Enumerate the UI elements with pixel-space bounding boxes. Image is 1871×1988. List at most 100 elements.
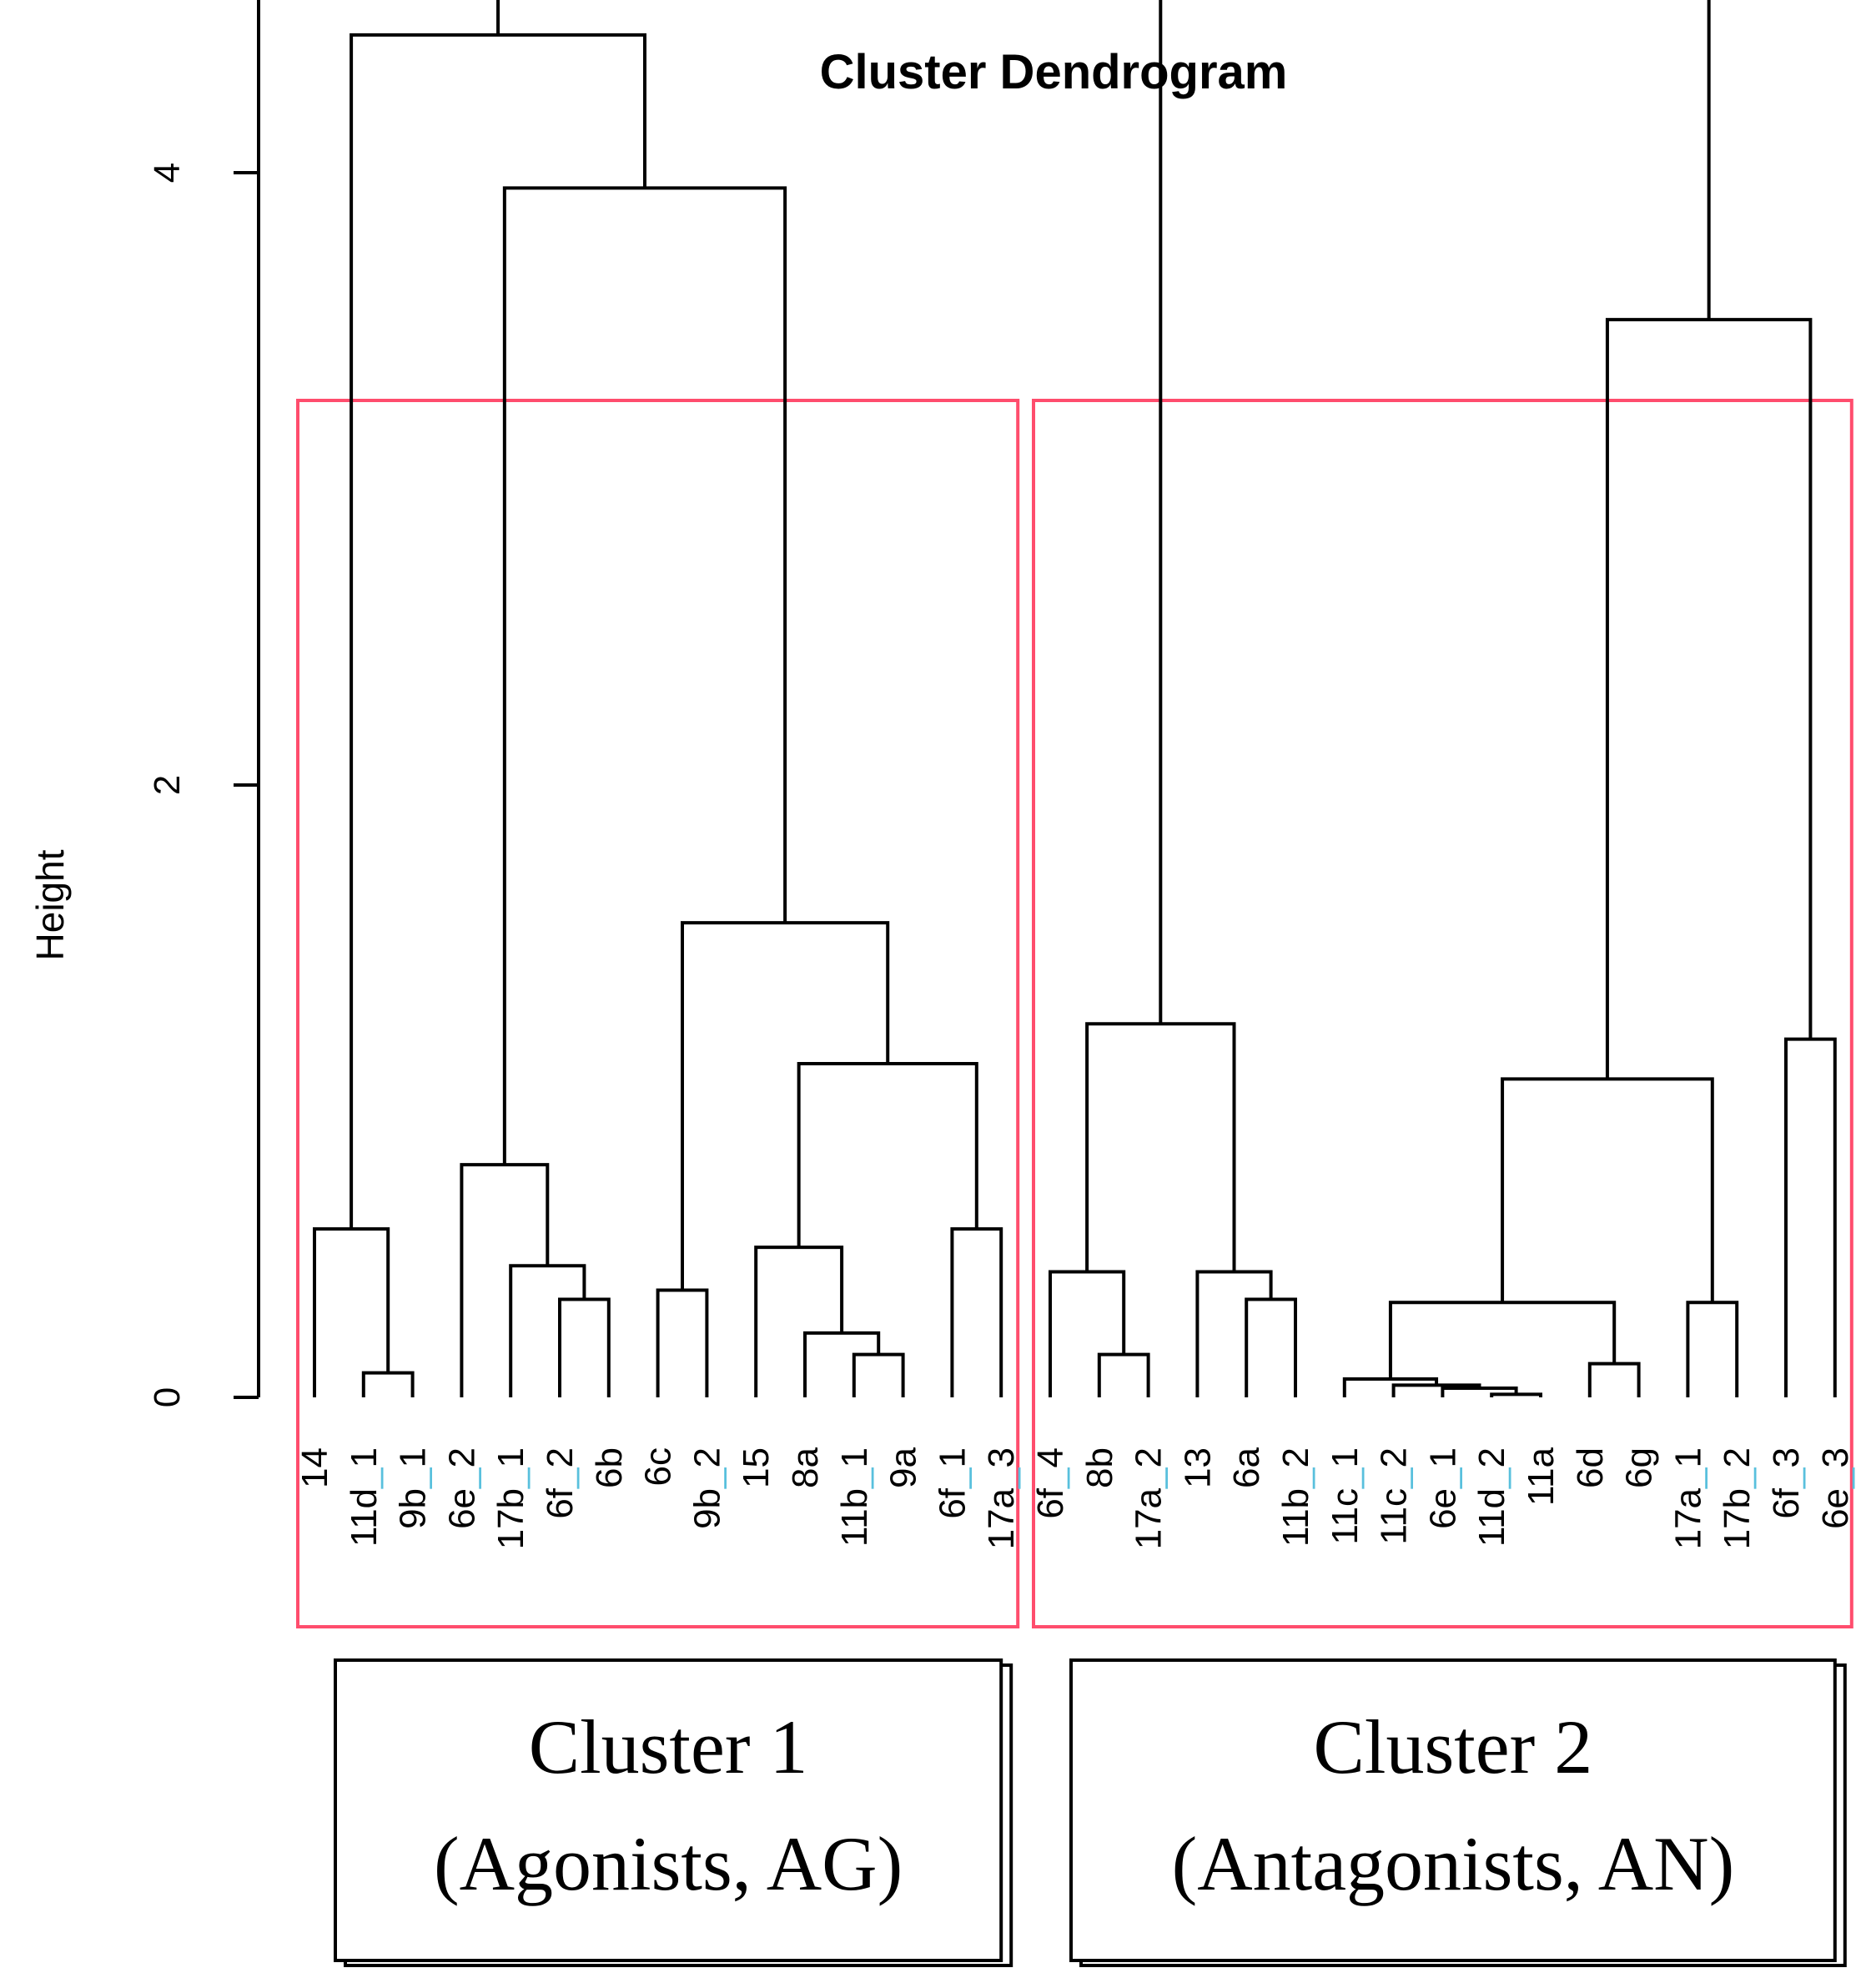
dendrogram-merge <box>350 33 646 1230</box>
leaf-label: 6b <box>589 1447 630 1488</box>
y-tick-label: 2 <box>147 775 188 795</box>
dendrogram-merge <box>1085 1022 1236 1272</box>
svg-text:11c_1: 11c_1 <box>1325 1447 1366 1545</box>
leaf-label: 8a <box>785 1447 826 1487</box>
leaf-label: 9b_1 <box>393 1447 434 1529</box>
dendrogram-merge <box>1342 1377 1439 1397</box>
svg-text:9b_2: 9b_2 <box>687 1447 727 1529</box>
leaf-label: 6e_3 <box>1815 1447 1856 1529</box>
svg-text:11a: 11a <box>1521 1447 1562 1506</box>
dendrogram-merge <box>1245 1297 1297 1397</box>
svg-text:11d_1: 11d_1 <box>344 1447 385 1547</box>
dendrogram-merge <box>1195 1270 1273 1397</box>
leaf-label: 6e_1 <box>1422 1447 1463 1529</box>
svg-text:6e_3: 6e_3 <box>1815 1447 1856 1529</box>
svg-text:6g: 6g <box>1619 1447 1660 1488</box>
dendrogram-merge <box>460 1163 550 1397</box>
dendrogram-merge <box>496 0 500 35</box>
dendrogram-merge <box>502 186 787 1165</box>
dendrogram-merge <box>1097 1352 1150 1397</box>
dendrogram-merge <box>803 1331 881 1397</box>
leaf-label: 17a_2 <box>1129 1447 1169 1549</box>
dendrogram-merge <box>681 921 890 1291</box>
dendrogram-merge <box>1605 318 1813 1080</box>
svg-text:11d_2: 11d_2 <box>1471 1447 1512 1547</box>
dendrogram-merge <box>1490 1392 1542 1397</box>
svg-text:17a_1: 17a_1 <box>1667 1447 1708 1549</box>
dendrogram-merge <box>1784 1037 1837 1397</box>
cluster-name: Cluster 2 <box>1314 1704 1593 1789</box>
leaf-label: 11b_1 <box>834 1447 875 1547</box>
svg-text:6f_3: 6f_3 <box>1766 1447 1807 1519</box>
leaf-label: 9a <box>883 1447 924 1487</box>
svg-text:13: 13 <box>1177 1447 1218 1488</box>
svg-text:17a_3: 17a_3 <box>981 1447 1022 1549</box>
y-tick-label: 0 <box>147 1387 188 1407</box>
svg-text:17b_1: 17b_1 <box>490 1447 531 1549</box>
leaf-label: 6a <box>1226 1447 1267 1487</box>
dendrogram-merge <box>1587 1361 1641 1397</box>
svg-text:6e_2: 6e_2 <box>441 1447 482 1529</box>
leaf-label: 6f_2 <box>540 1447 581 1519</box>
svg-text:6f_1: 6f_1 <box>932 1447 973 1519</box>
leaf-label: 11c_2 <box>1374 1447 1415 1545</box>
svg-text:6a: 6a <box>1226 1447 1267 1487</box>
leaf-label: 6e_2 <box>441 1447 482 1529</box>
dendrogram-merge <box>754 1246 844 1397</box>
dendrogram-merge <box>361 1371 415 1397</box>
dendrogram-merge <box>509 1264 586 1397</box>
cluster-name: Cluster 1 <box>529 1704 808 1789</box>
leaf-label: 11b_2 <box>1275 1447 1316 1547</box>
leaf-label: 11c_1 <box>1325 1447 1366 1545</box>
leaf-label: 11d_1 <box>344 1447 385 1547</box>
dendrogram-merge <box>1049 1270 1126 1397</box>
svg-text:11c_2: 11c_2 <box>1374 1447 1415 1545</box>
svg-text:14: 14 <box>294 1447 335 1488</box>
dendrogram-merge <box>1388 1301 1617 1379</box>
leaf-label: 6f_3 <box>1766 1447 1807 1519</box>
cluster-boxes <box>296 399 1853 1628</box>
svg-text:6f_2: 6f_2 <box>540 1447 581 1519</box>
leaf-label: 17b_2 <box>1717 1447 1758 1549</box>
leaf-label: 6f_4 <box>1030 1447 1071 1519</box>
leaf-label: 6g <box>1619 1447 1660 1488</box>
svg-text:6c: 6c <box>638 1447 679 1486</box>
svg-text:9b_1: 9b_1 <box>393 1447 434 1529</box>
cluster-highlight-box <box>1032 399 1853 1628</box>
dendrogram-merge <box>656 1288 709 1397</box>
dendrogram-merge <box>852 1352 905 1397</box>
leaf-label: 6f_1 <box>932 1447 973 1519</box>
leaf-label: 13 <box>1177 1447 1218 1488</box>
svg-text:8b: 8b <box>1079 1447 1120 1488</box>
leaf-label: 17a_3 <box>981 1447 1022 1549</box>
chart-title: Cluster Dendrogram <box>820 45 1288 99</box>
cluster-labels: Cluster 1 (Agonists, AG) Cluster 2 (Antagon… <box>334 1658 1847 1967</box>
dendrogram-merge <box>1159 0 1711 1024</box>
svg-text:9a: 9a <box>883 1447 924 1487</box>
leaf-label: 14 <box>294 1447 335 1488</box>
leaf-label: 11a <box>1521 1447 1562 1506</box>
leaf-label: 8b <box>1079 1447 1120 1488</box>
dendrogram-merge <box>950 1227 1003 1397</box>
svg-text:8a: 8a <box>785 1447 826 1487</box>
leaf-label: 17b_1 <box>490 1447 531 1549</box>
cluster-label-box <box>334 1658 1003 1962</box>
cluster-description: (Antagonists, AN) <box>1172 1821 1735 1906</box>
svg-text:6b: 6b <box>589 1447 630 1488</box>
leaf-label: 15 <box>736 1447 777 1488</box>
cluster-highlight-box <box>296 399 1020 1628</box>
dendrogram-merge <box>1501 1077 1714 1303</box>
dendrogram-merge <box>1686 1301 1739 1397</box>
leaf-label: 6d <box>1570 1447 1611 1488</box>
svg-text:15: 15 <box>736 1447 777 1488</box>
leaf-label: 17a_1 <box>1667 1447 1708 1549</box>
leaf-label: 11d_2 <box>1471 1447 1512 1547</box>
svg-text:17b_2: 17b_2 <box>1717 1447 1758 1549</box>
cluster-description: (Agonists, AG) <box>434 1821 903 1906</box>
dendrogram-merge <box>797 1061 978 1248</box>
y-axis: 0246 <box>147 0 260 1407</box>
y-axis-label: Height <box>28 849 72 960</box>
svg-text:6e_1: 6e_1 <box>1422 1447 1463 1529</box>
